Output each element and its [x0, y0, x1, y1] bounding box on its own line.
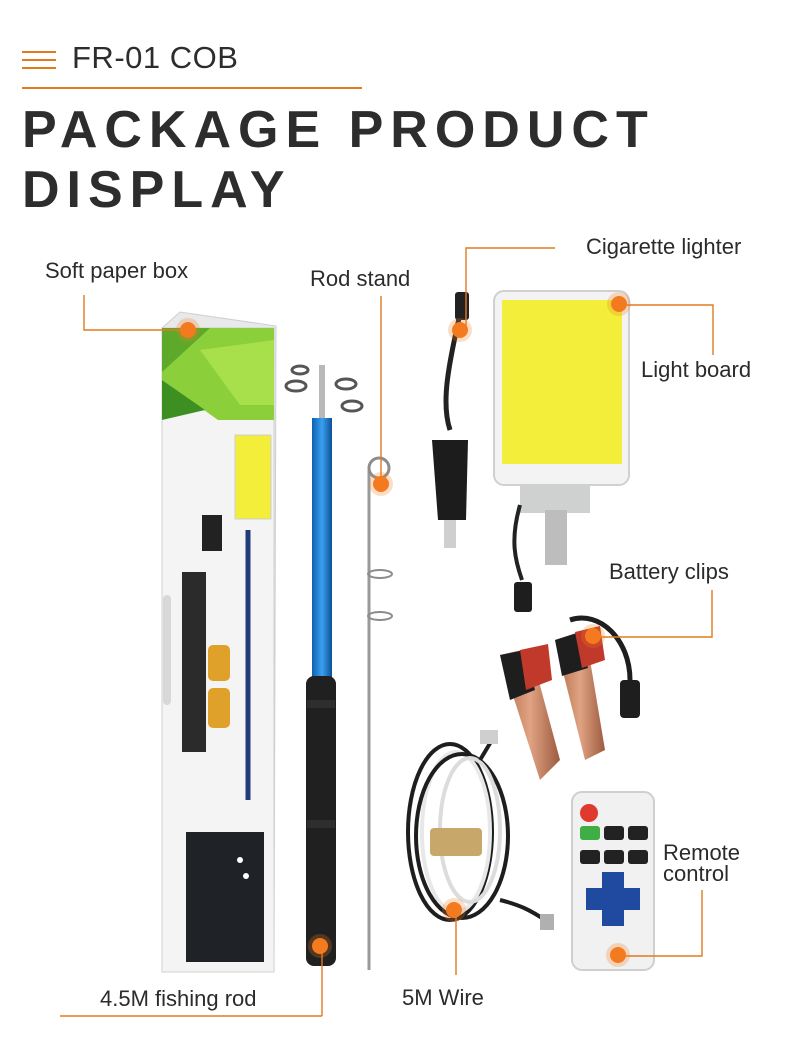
callout-dot-rod-stand [373, 476, 389, 492]
header-divider [22, 87, 362, 89]
callout-dot-battery-clips [585, 628, 601, 644]
callout-dot-remote [610, 947, 626, 963]
remote-control [571, 791, 655, 971]
light-board [493, 290, 630, 612]
label-wire: 5M Wire [402, 985, 484, 1010]
page-title: PACKAGE PRODUCT DISPLAY [22, 101, 655, 219]
rod-stand [367, 456, 393, 970]
callout-dot-light-board [611, 296, 627, 312]
label-remote-line2: control [663, 861, 730, 886]
label-battery-clips: Battery clips [609, 559, 729, 584]
label-rod-stand: Rod stand [310, 266, 411, 291]
fishing-rod [284, 364, 364, 966]
paper-box [161, 311, 277, 973]
callout-dot-lighter [452, 322, 468, 338]
label-light-board: Light board [641, 357, 752, 382]
menu-icon [22, 51, 56, 69]
cigarette-lighter-cable [432, 292, 469, 548]
callout-dot-wire [446, 902, 462, 918]
wire-coil [406, 730, 554, 930]
product-code: FR-01 COB [72, 40, 239, 75]
callout-dot-box [180, 322, 196, 338]
label-fishing-rod: 4.5M fishing rod [100, 986, 257, 1011]
callout-dot-fishing-rod [312, 938, 328, 954]
label-remote-line1: Remote [663, 840, 741, 865]
battery-clips [500, 615, 640, 780]
label-cigarette-lighter: Cigarette lighter [586, 234, 742, 259]
label-remote-control: Remote control [663, 840, 741, 886]
label-soft-paper-box: Soft paper box [45, 258, 189, 283]
callout-lines [60, 247, 714, 1017]
